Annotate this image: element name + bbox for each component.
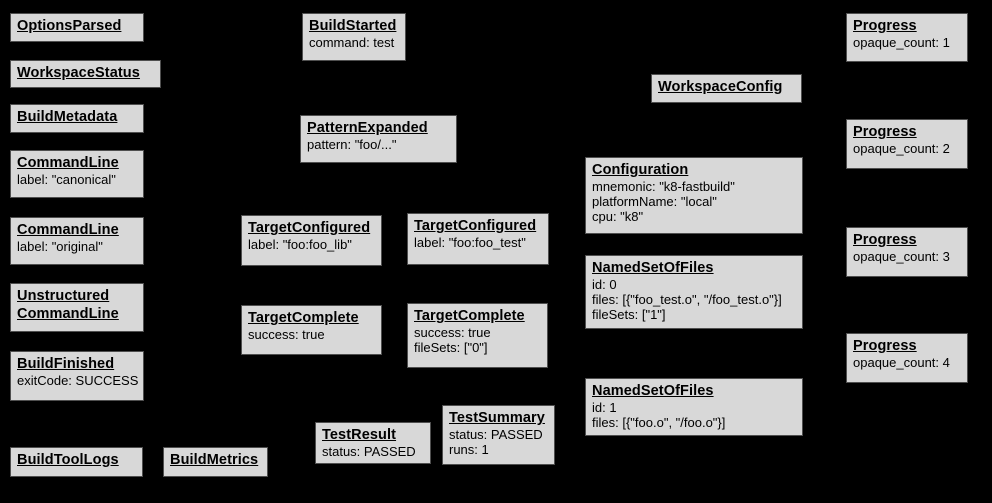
node-field: opaque_count: 2 xyxy=(853,141,950,156)
node-field: success: true xyxy=(248,327,325,342)
node-title: NamedSetOfFiles xyxy=(592,260,714,276)
node-progress-4: Progress opaque_count: 4 xyxy=(846,333,968,383)
node-title: TargetComplete xyxy=(248,310,359,326)
node-target-complete-lib: TargetComplete success: true xyxy=(241,305,382,355)
node-title: TargetComplete xyxy=(414,308,525,324)
node-named-set-of-files-1: NamedSetOfFiles id: 1 files: [{"foo.o", … xyxy=(585,378,803,436)
node-build-started: BuildStarted command: test xyxy=(302,13,406,61)
node-title: Configuration xyxy=(592,162,689,178)
node-title: BuildMetrics xyxy=(170,452,259,468)
node-workspace-status: WorkspaceStatus xyxy=(10,60,161,88)
node-field: opaque_count: 4 xyxy=(853,355,950,370)
node-title: TargetConfigured xyxy=(414,218,537,234)
node-target-configured-lib: TargetConfigured label: "foo:foo_lib" xyxy=(241,215,382,266)
node-field: label: "canonical" xyxy=(17,172,116,187)
node-title: Progress xyxy=(853,232,917,248)
node-workspace-config: WorkspaceConfig xyxy=(651,74,802,103)
node-title: WorkspaceConfig xyxy=(658,79,783,95)
node-field: runs: 1 xyxy=(449,442,489,457)
node-progress-1: Progress opaque_count: 1 xyxy=(846,13,968,62)
node-field: pattern: "foo/..." xyxy=(307,137,397,152)
node-field: opaque_count: 1 xyxy=(853,35,950,50)
node-field: status: PASSED xyxy=(449,427,543,442)
node-field: platformName: "local" xyxy=(592,194,717,209)
node-title: Unstructured CommandLine xyxy=(17,288,119,322)
node-field: label: "original" xyxy=(17,239,103,254)
node-options-parsed: OptionsParsed xyxy=(10,13,144,42)
node-title: PatternExpanded xyxy=(307,120,428,136)
node-build-tool-logs: BuildToolLogs xyxy=(10,447,143,477)
node-title: BuildToolLogs xyxy=(17,452,119,468)
node-build-metadata: BuildMetadata xyxy=(10,104,144,133)
node-field: command: test xyxy=(309,35,395,50)
node-title: TestSummary xyxy=(449,410,545,426)
node-command-line-original: CommandLine label: "original" xyxy=(10,217,144,265)
node-field: cpu: "k8" xyxy=(592,209,644,224)
node-field: label: "foo:foo_lib" xyxy=(248,237,352,252)
node-build-finished: BuildFinished exitCode: SUCCESS xyxy=(10,351,144,401)
node-title: CommandLine xyxy=(17,155,119,171)
node-title: BuildFinished xyxy=(17,356,115,372)
node-configuration: Configuration mnemonic: "k8-fastbuild" p… xyxy=(585,157,803,234)
node-progress-3: Progress opaque_count: 3 xyxy=(846,227,968,277)
node-title: OptionsParsed xyxy=(17,18,122,34)
node-field: files: [{"foo.o", "/foo.o"}] xyxy=(592,415,726,430)
node-field: mnemonic: "k8-fastbuild" xyxy=(592,179,735,194)
node-field: fileSets: ["0"] xyxy=(414,340,488,355)
node-target-complete-test: TargetComplete success: true fileSets: [… xyxy=(407,303,548,368)
node-pattern-expanded: PatternExpanded pattern: "foo/..." xyxy=(300,115,457,163)
node-field: exitCode: SUCCESS xyxy=(17,373,139,388)
node-field: status: PASSED xyxy=(322,444,416,459)
node-field: label: "foo:foo_test" xyxy=(414,235,526,250)
node-test-summary: TestSummary status: PASSED runs: 1 xyxy=(442,405,555,465)
node-field: success: true xyxy=(414,325,491,340)
node-build-metrics: BuildMetrics xyxy=(163,447,268,477)
node-field: files: [{"foo_test.o", "/foo_test.o"}] xyxy=(592,292,782,307)
node-title: CommandLine xyxy=(17,222,119,238)
node-progress-2: Progress opaque_count: 2 xyxy=(846,119,968,169)
node-unstructured-command-line: Unstructured CommandLine xyxy=(10,283,144,332)
node-title: Progress xyxy=(853,338,917,354)
node-field: id: 1 xyxy=(592,400,617,415)
node-named-set-of-files-0: NamedSetOfFiles id: 0 files: [{"foo_test… xyxy=(585,255,803,329)
node-title: Progress xyxy=(853,124,917,140)
node-title: BuildStarted xyxy=(309,18,397,34)
node-title: WorkspaceStatus xyxy=(17,65,140,81)
node-target-configured-test: TargetConfigured label: "foo:foo_test" xyxy=(407,213,549,265)
node-command-line-canonical: CommandLine label: "canonical" xyxy=(10,150,144,198)
node-title: BuildMetadata xyxy=(17,109,118,125)
node-title: TargetConfigured xyxy=(248,220,371,236)
node-test-result: TestResult status: PASSED xyxy=(315,422,431,464)
node-title: NamedSetOfFiles xyxy=(592,383,714,399)
node-title: Progress xyxy=(853,18,917,34)
node-field: id: 0 xyxy=(592,277,617,292)
node-field: fileSets: ["1"] xyxy=(592,307,666,322)
node-field: opaque_count: 3 xyxy=(853,249,950,264)
node-title: TestResult xyxy=(322,427,397,443)
